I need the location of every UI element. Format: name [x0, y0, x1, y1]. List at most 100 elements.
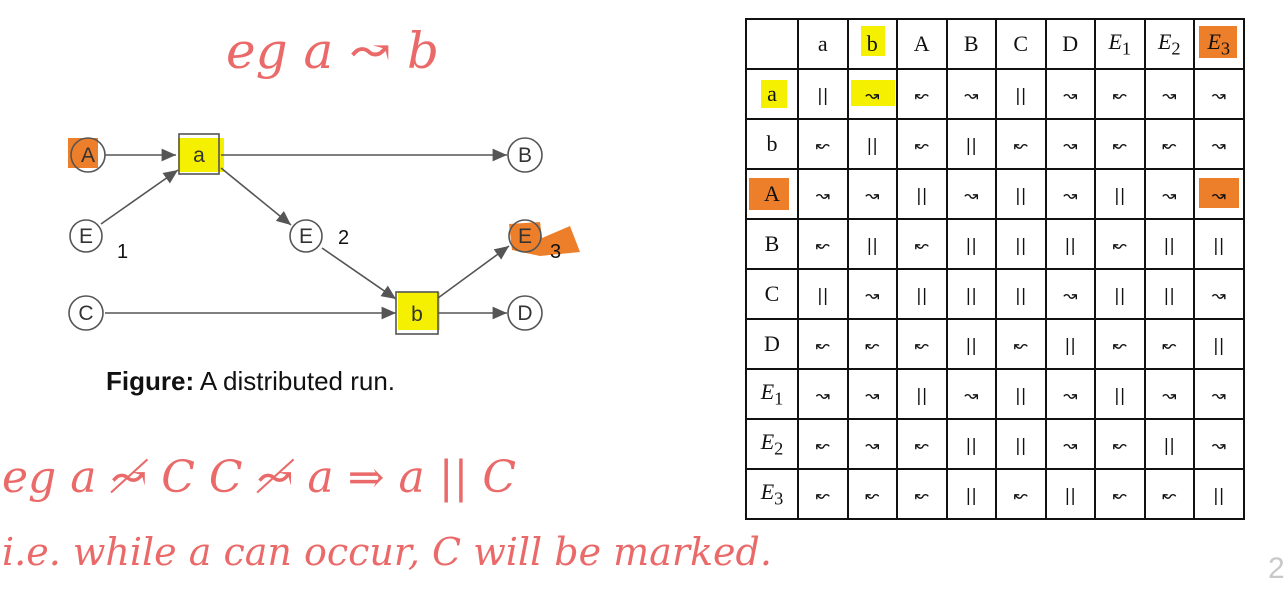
relation-cell: ||: [1044, 218, 1096, 270]
row-header-label: B: [764, 231, 780, 256]
table-row: b↜||↜||↜↝↜↜↝: [745, 118, 1245, 170]
row-header-E1: E1: [745, 368, 799, 420]
relation-symbol: ↜: [1112, 136, 1127, 156]
relation-symbol: ↝: [1211, 136, 1226, 156]
relation-cell: ↝: [1143, 68, 1195, 120]
relation-symbol: ↜: [1112, 336, 1127, 356]
label-A: A: [81, 144, 95, 167]
relation-cell: ↝: [1044, 268, 1096, 320]
relation-cell: ||: [995, 218, 1047, 270]
relation-symbol: ↝: [1063, 436, 1078, 456]
relation-symbol: ↜: [815, 436, 830, 456]
relation-cell: ||: [945, 318, 997, 370]
relation-cell: ||: [896, 168, 948, 220]
relation-symbol: ↜: [914, 486, 929, 506]
relation-symbol: ↜: [815, 486, 830, 506]
relation-cell: ↜: [1094, 468, 1146, 520]
handwritten-note-line2: i.e. while a can occur, C will be marked…: [2, 530, 772, 574]
relation-symbol: ||: [1114, 186, 1126, 206]
highlight-mark: [1199, 26, 1237, 58]
relation-symbol: ↜: [815, 236, 830, 256]
column-header-E2: E2: [1143, 18, 1195, 70]
place-B: [507, 137, 543, 173]
relation-symbol: ↝: [865, 86, 880, 106]
label-E2: E: [299, 225, 313, 248]
column-header-label: E2: [1157, 28, 1181, 59]
relation-symbol: ||: [1015, 236, 1027, 256]
relation-cell: ||: [1094, 368, 1146, 420]
relation-symbol: ↜: [1112, 486, 1127, 506]
relation-cell: ||: [896, 268, 948, 320]
relation-symbol: ||: [916, 186, 928, 206]
page-number: 2: [1268, 552, 1285, 585]
relation-symbol: ↝: [1211, 186, 1226, 206]
relation-symbol: ↝: [1211, 436, 1226, 456]
relation-symbol: ↜: [1162, 486, 1177, 506]
highlight-mark: [749, 178, 789, 210]
edge-b-E3: [437, 245, 510, 299]
relation-symbol: ||: [1064, 486, 1076, 506]
relation-cell: ||: [1143, 418, 1195, 470]
relation-cell: ||: [995, 418, 1047, 470]
relation-symbol: ||: [1015, 286, 1027, 306]
handwritten-note-top: eg a ↝ b: [226, 22, 439, 80]
relation-symbol: ↝: [1063, 386, 1078, 406]
relation-cell: ↝: [846, 68, 898, 120]
relation-cell: ||: [1094, 168, 1146, 220]
row-header-label: A: [764, 181, 780, 206]
column-header-label: E3: [1207, 28, 1231, 59]
highlight-mark: [761, 80, 787, 108]
column-header-B: B: [945, 18, 997, 70]
relation-cell: ↝: [1193, 118, 1245, 170]
relation-cell: ||: [1044, 468, 1096, 520]
highlight-b: [398, 292, 440, 330]
relation-cell: ||: [1193, 218, 1245, 270]
row-header-label: a: [767, 81, 777, 106]
table-row: E2↜↝↜||||↝↜||↝: [745, 418, 1245, 470]
caption-text: A distributed run.: [194, 366, 396, 396]
relation-symbol: ||: [817, 86, 829, 106]
column-header-A: A: [896, 18, 948, 70]
relation-symbol: ↝: [964, 386, 979, 406]
subscript-E1: 1: [117, 241, 128, 263]
relation-symbol: ↝: [1063, 186, 1078, 206]
highlight-a: [178, 138, 224, 172]
subscript-E2: 2: [338, 227, 349, 249]
relation-cell: ||: [1143, 218, 1195, 270]
relation-cell: ↝: [1193, 68, 1245, 120]
relation-symbol: ↜: [914, 236, 929, 256]
relation-cell: ↜: [1094, 318, 1146, 370]
relation-symbol: ↝: [865, 186, 880, 206]
relation-symbol: ↜: [1112, 436, 1127, 456]
relation-symbol: ||: [1163, 436, 1175, 456]
relation-cell: ↜: [1143, 468, 1195, 520]
relation-cell: ↝: [1193, 268, 1245, 320]
table-row: a||↝↜↝||↝↜↝↝: [745, 68, 1245, 120]
relation-symbol: ↝: [1211, 86, 1226, 106]
row-header-label: b: [766, 131, 778, 156]
relation-cell: ↝: [945, 368, 997, 420]
relation-cell: ||: [896, 368, 948, 420]
relation-symbol: ↝: [815, 386, 830, 406]
relation-cell: ||: [1044, 318, 1096, 370]
relation-symbol: ↜: [914, 336, 929, 356]
relation-cell: ↝: [1193, 368, 1245, 420]
relation-symbol: ||: [916, 286, 928, 306]
column-header-D: D: [1044, 18, 1096, 70]
relation-cell: ↜: [797, 468, 849, 520]
place-D: [507, 295, 543, 331]
column-header-b: b: [846, 18, 898, 70]
relation-cell: ↝: [1044, 118, 1096, 170]
relation-cell: ||: [995, 268, 1047, 320]
relation-cell: ↝: [1044, 168, 1096, 220]
row-header-a: a: [745, 68, 799, 120]
relation-symbol: ↝: [1211, 286, 1226, 306]
relation-symbol: ↜: [865, 486, 880, 506]
relation-symbol: ↜: [914, 136, 929, 156]
relation-cell: ↝: [945, 68, 997, 120]
relation-symbol: ↝: [1162, 186, 1177, 206]
edge-a-E2: [220, 167, 292, 226]
row-header-A: A: [745, 168, 799, 220]
relation-cell: ↜: [995, 468, 1047, 520]
relation-cell: ||: [1193, 318, 1245, 370]
